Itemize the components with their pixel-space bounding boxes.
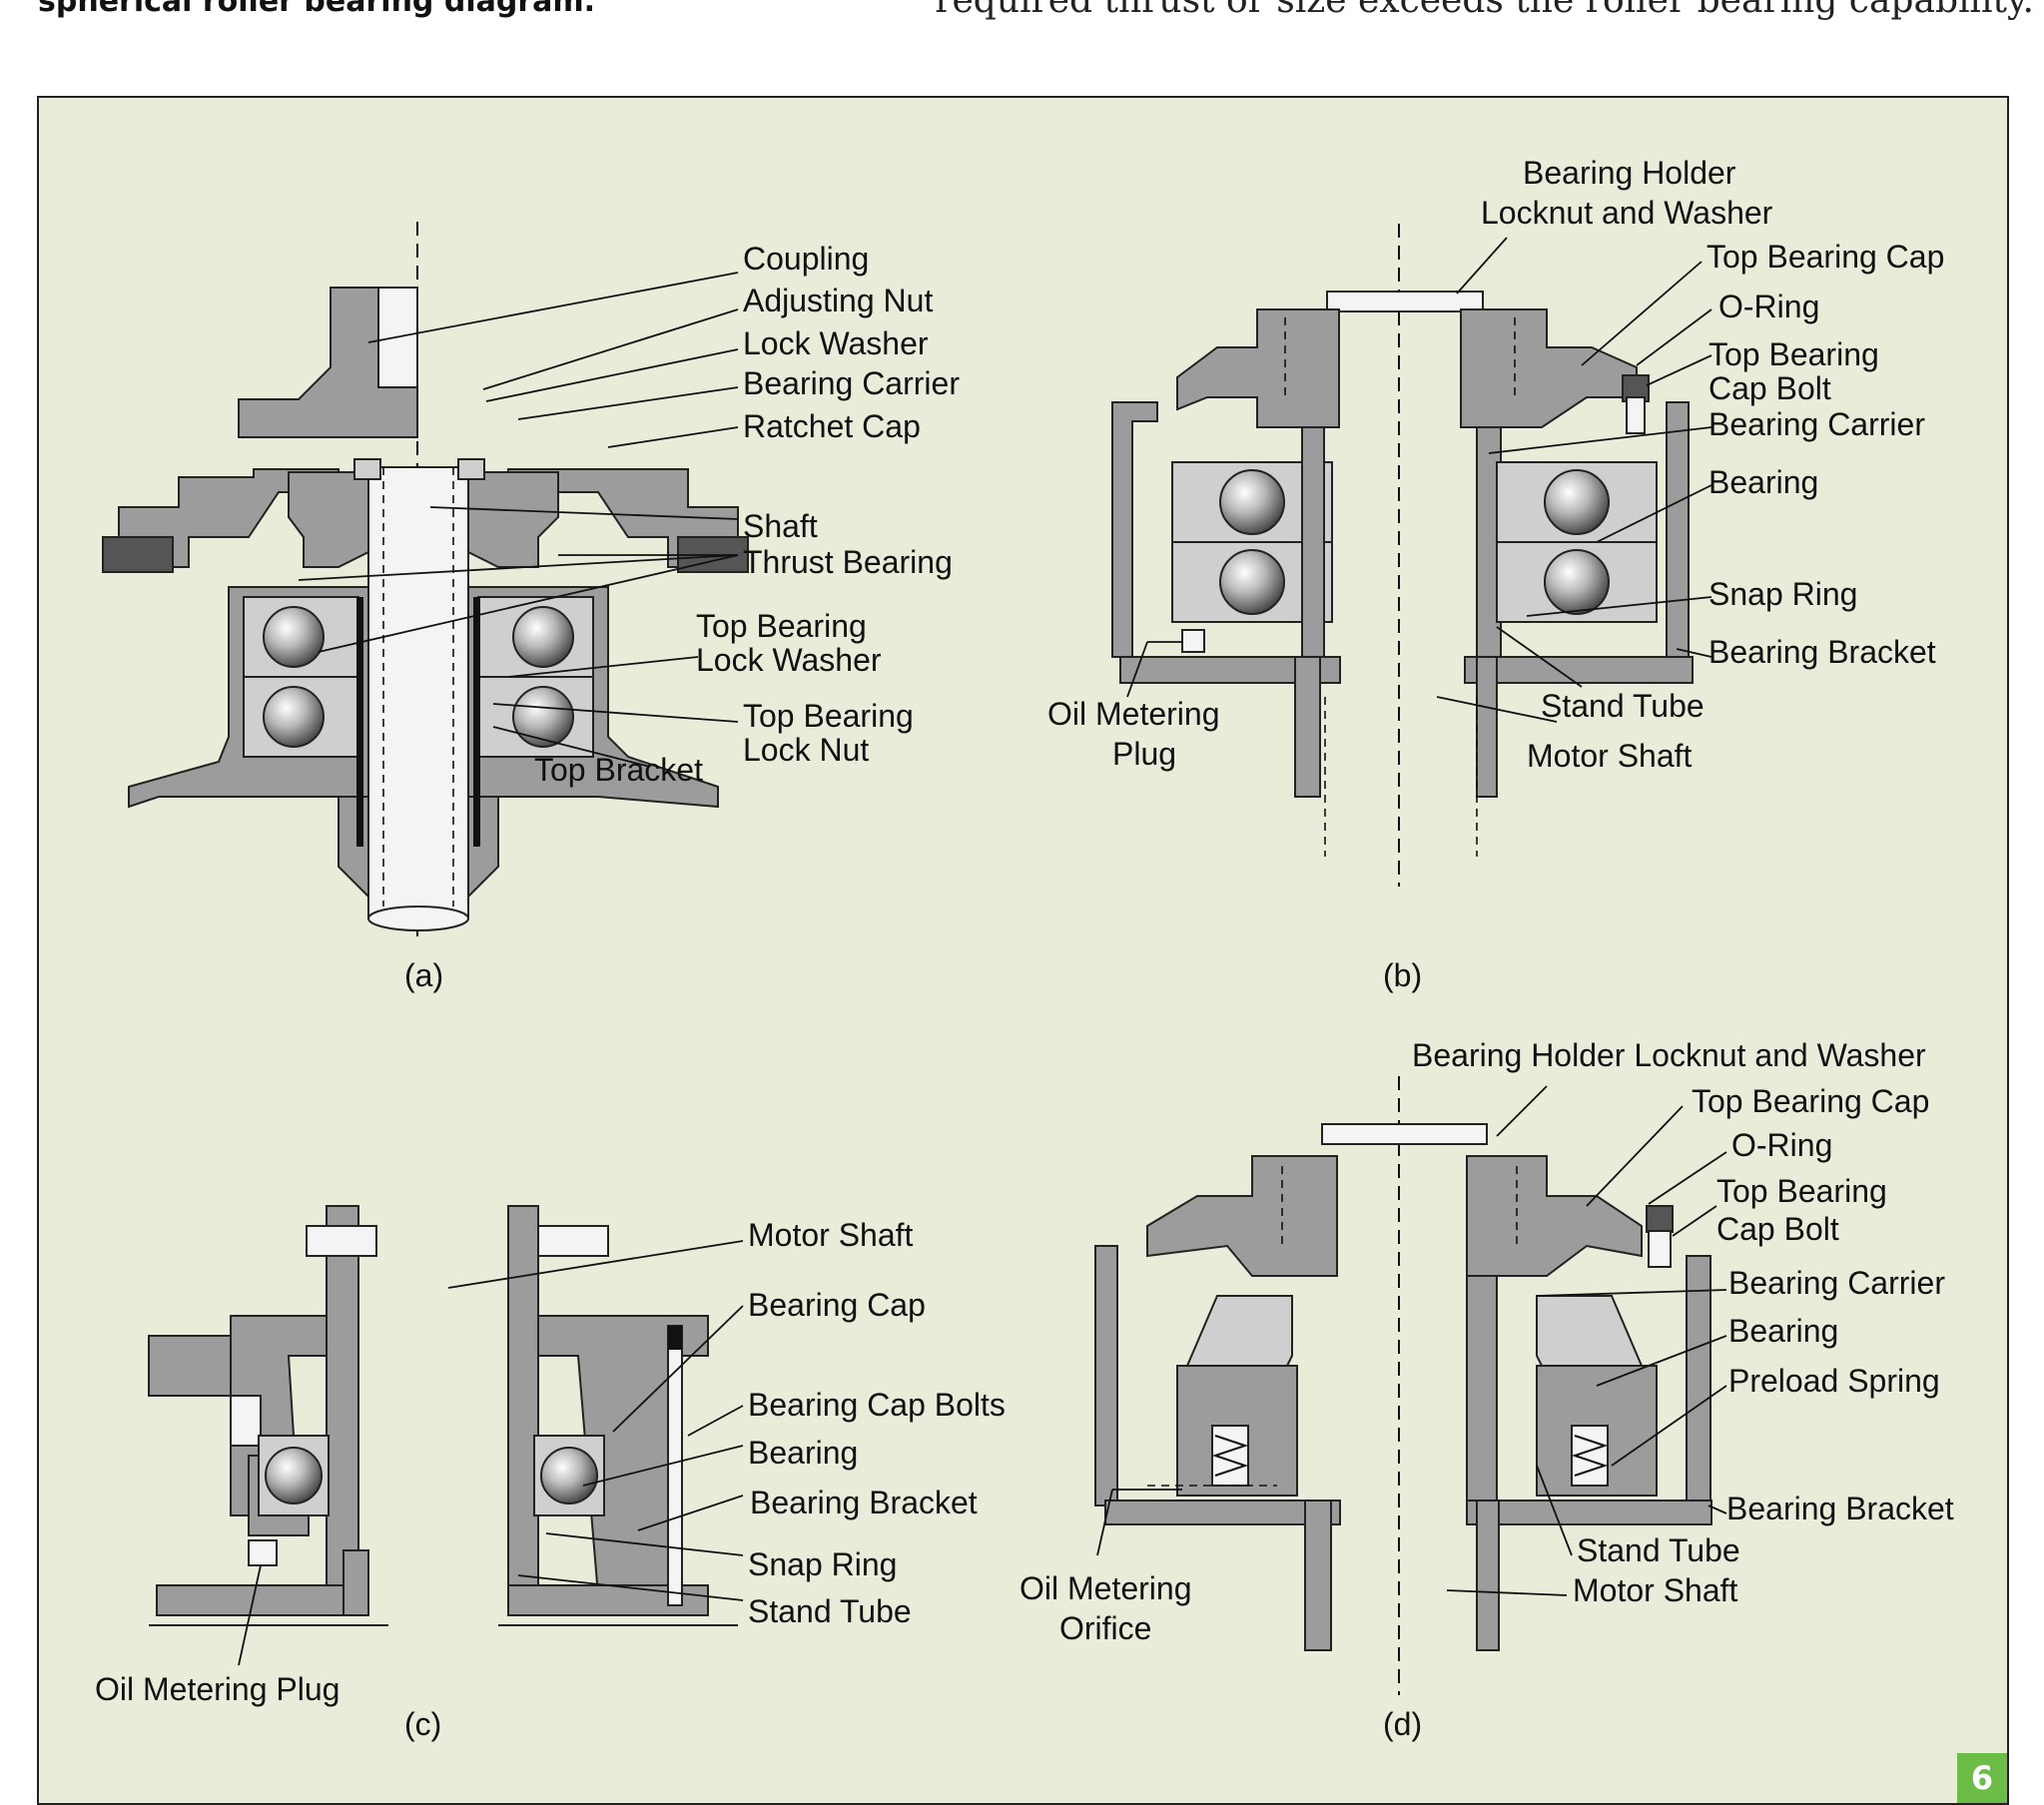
panel-d-leaders <box>1096 1085 1727 1596</box>
label-top-bracket: Top Bracket <box>534 752 703 788</box>
label-c-bearing-cap-bolts: Bearing Cap Bolts <box>748 1387 1006 1423</box>
label-top-bearing-lock-nut-line2: Lock Nut <box>743 732 869 768</box>
caption-a: (a) <box>404 957 443 993</box>
page-number-badge: 6 <box>1957 1753 2007 1803</box>
d-right-cap <box>1466 1155 1643 1277</box>
figure-caption-heading: spherical roller bearing diagram. <box>38 0 596 19</box>
panel-d-labels: Bearing Holder Locknut and Washer Top Be… <box>1020 1037 1954 1742</box>
thrust-ball-4 <box>512 686 574 748</box>
caption-b: (b) <box>1383 957 1422 993</box>
label-c-snap-ring: Snap Ring <box>748 1546 897 1582</box>
d-left-cap <box>1146 1155 1338 1277</box>
label-c-stand-tube: Stand Tube <box>748 1593 912 1629</box>
label-top-bearing-lock-nut-line1: Top Bearing <box>743 698 914 734</box>
label-c-bearing: Bearing <box>748 1435 858 1471</box>
panel-b-drawing <box>1111 224 1694 887</box>
label-b-bearing-holder-line2: Locknut and Washer <box>1481 195 1773 231</box>
label-lock-washer: Lock Washer <box>743 325 929 361</box>
label-b-oil-metering-line2: Plug <box>1112 736 1176 772</box>
panel-b-leaders <box>1126 237 1712 723</box>
b-left-cap <box>1176 308 1340 428</box>
label-c-bearing-cap: Bearing Cap <box>748 1287 926 1323</box>
label-d-motor-shaft: Motor Shaft <box>1573 1572 1738 1608</box>
label-d-cap-bolt-line1: Top Bearing <box>1716 1173 1887 1209</box>
label-b-oil-metering-line1: Oil Metering <box>1047 696 1220 732</box>
label-d-cap-bolt-line2: Cap Bolt <box>1716 1211 1839 1247</box>
label-top-bearing-lock-washer-line1: Top Bearing <box>696 608 867 644</box>
b-right-cap <box>1460 308 1638 428</box>
thrust-ball-1 <box>263 606 325 668</box>
shaft-part <box>367 466 469 917</box>
panel-a-labels: Coupling Adjusting Nut Lock Washer Beari… <box>404 241 960 993</box>
label-c-oil-metering-plug: Oil Metering Plug <box>95 1671 340 1707</box>
panel-a-drawing <box>102 222 749 936</box>
label-b-snap-ring: Snap Ring <box>1708 576 1857 612</box>
thrust-ball-2 <box>263 686 325 748</box>
label-d-bearing-holder: Bearing Holder Locknut and Washer <box>1412 1037 1926 1073</box>
label-thrust-bearing: Thrust Bearing <box>743 544 953 580</box>
label-b-bearing-carrier: Bearing Carrier <box>1708 406 1925 442</box>
body-text-fragment: required thrust or size exceeds the roll… <box>935 0 2034 21</box>
label-top-bearing-lock-washer-line2: Lock Washer <box>696 642 882 678</box>
label-d-oil-metering-line1: Oil Metering <box>1020 1570 1192 1606</box>
c-left-shaft-wall <box>326 1205 359 1596</box>
label-b-top-bearing-cap: Top Bearing Cap <box>1706 239 1944 275</box>
label-c-motor-shaft: Motor Shaft <box>748 1217 914 1253</box>
bearing-diagram-figure: Coupling Adjusting Nut Lock Washer Beari… <box>37 96 2009 1805</box>
label-adjusting-nut: Adjusting Nut <box>743 283 933 318</box>
label-d-preload-spring: Preload Spring <box>1728 1363 1940 1399</box>
label-d-bearing-bracket: Bearing Bracket <box>1726 1491 1954 1526</box>
caption-c: (c) <box>404 1706 441 1742</box>
panel-d-drawing <box>1094 1076 1712 1695</box>
label-b-bearing: Bearing <box>1708 464 1818 500</box>
label-b-cap-bolt-line1: Top Bearing <box>1708 336 1879 372</box>
panel-c-leaders <box>238 1240 744 1666</box>
b-right-bracket-base <box>1464 656 1694 684</box>
caption-d: (d) <box>1383 1706 1422 1742</box>
panel-c-drawing <box>148 1205 738 1626</box>
label-b-bearing-holder-line1: Bearing Holder <box>1523 155 1736 191</box>
label-b-bearing-bracket: Bearing Bracket <box>1708 634 1936 670</box>
label-b-motor-shaft: Motor Shaft <box>1527 738 1693 774</box>
thrust-ball-3 <box>512 606 574 668</box>
label-d-bearing: Bearing <box>1728 1313 1838 1349</box>
label-shaft: Shaft <box>743 508 818 544</box>
label-bearing-carrier: Bearing Carrier <box>743 365 960 401</box>
label-c-bearing-bracket: Bearing Bracket <box>750 1485 978 1520</box>
panel-a-leaders <box>298 272 739 768</box>
label-b-o-ring: O-Ring <box>1718 289 1819 324</box>
panel-c-labels: Motor Shaft Bearing Cap Bearing Cap Bolt… <box>95 1217 1006 1742</box>
label-b-cap-bolt-line2: Cap Bolt <box>1708 370 1831 406</box>
label-d-top-bearing-cap: Top Bearing Cap <box>1692 1083 1929 1119</box>
label-d-stand-tube: Stand Tube <box>1577 1532 1740 1568</box>
label-b-stand-tube: Stand Tube <box>1541 688 1704 724</box>
label-d-oil-metering-line2: Orifice <box>1059 1610 1151 1646</box>
label-d-bearing-carrier: Bearing Carrier <box>1728 1265 1945 1301</box>
panel-b-labels: Bearing Holder Locknut and Washer Top Be… <box>1047 155 1944 993</box>
label-d-o-ring: O-Ring <box>1731 1127 1832 1163</box>
label-ratchet-cap: Ratchet Cap <box>743 408 921 444</box>
label-coupling: Coupling <box>743 241 869 277</box>
